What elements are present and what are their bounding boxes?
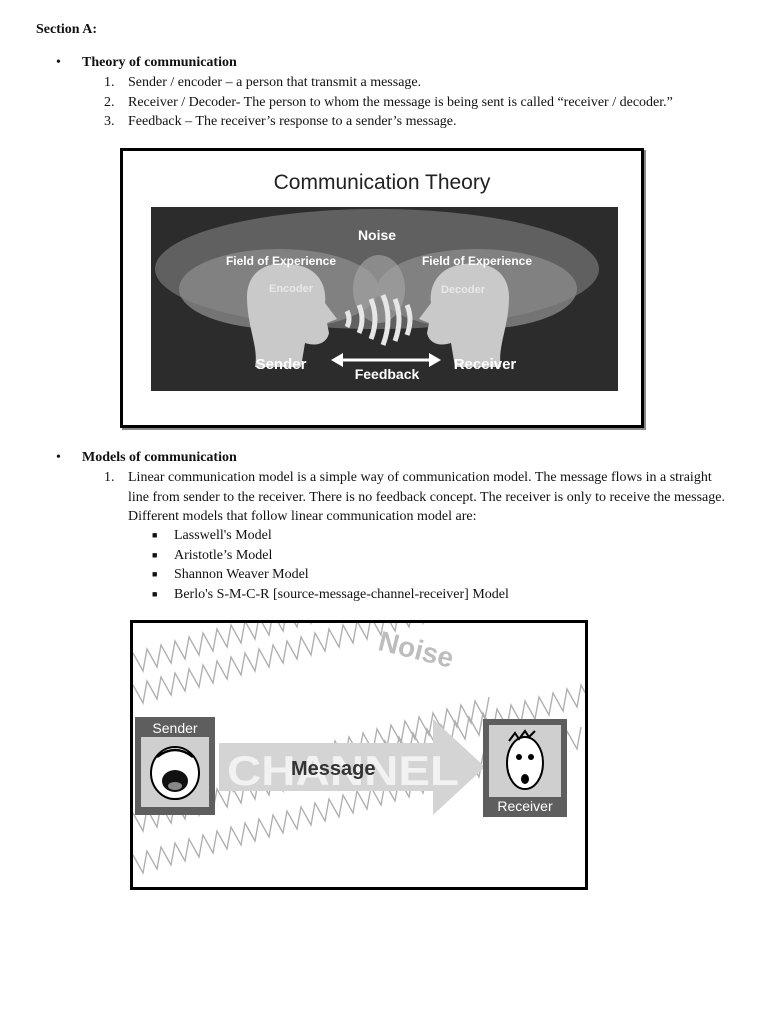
list-text: Linear communication model is a simple w…	[128, 470, 725, 524]
sub-list-text: Berlo's S-M-C-R [source-message-channel-…	[174, 586, 509, 602]
sender-label: Sender	[152, 720, 197, 736]
feedback-label: Feedback	[355, 366, 420, 382]
square-bullet-icon: ■	[152, 569, 158, 579]
communication-theory-diagram: Noise Field of Experience Field of Exper…	[151, 207, 618, 391]
sub-list-item: ■ Berlo's S-M-C-R [source-message-channe…	[152, 585, 509, 605]
list-item: 2. Receiver / Decoder- The person to who…	[104, 93, 728, 113]
linear-model-diagram: Noise CHANNEL Message Sender Receiver	[133, 623, 585, 887]
communication-theory-figure: Communication Theory	[120, 148, 644, 428]
surprised-face-icon	[506, 729, 544, 790]
models-sub-list: ■ Lasswell's Model ■ Aristotle’s Model ■…	[152, 526, 509, 604]
theory-list: 1. Sender / encoder – a person that tran…	[104, 73, 728, 132]
section-title: Section A:	[36, 22, 98, 37]
list-number: 1.	[104, 470, 115, 485]
list-item: 1. Linear communication model is a simpl…	[104, 468, 728, 527]
list-item: 1. Sender / encoder – a person that tran…	[104, 73, 728, 93]
linear-model-figure: Noise CHANNEL Message Sender Receiver	[130, 620, 588, 890]
list-text: Sender / encoder – a person that transmi…	[128, 75, 422, 90]
bullet-icon: •	[56, 450, 61, 465]
theory-heading: Theory of communication	[82, 55, 237, 70]
list-number: 2.	[104, 94, 115, 110]
sender-label: Sender	[256, 356, 307, 373]
decoder-label: Decoder	[441, 284, 486, 296]
list-item: 3. Feedback – The receiver’s response to…	[104, 112, 728, 132]
square-bullet-icon: ■	[152, 549, 158, 560]
field-right-label: Field of Experience	[422, 254, 532, 268]
laughing-face-icon	[150, 746, 200, 800]
list-number: 3.	[104, 114, 115, 129]
bullet-icon: •	[56, 55, 61, 70]
list-number: 1.	[104, 75, 115, 90]
receiver-label: Receiver	[497, 798, 553, 814]
sub-list-text: Shannon Weaver Model	[174, 567, 309, 582]
message-label: Message	[291, 758, 376, 780]
field-left-label: Field of Experience	[226, 254, 336, 268]
sub-list-item: ■ Lasswell's Model	[152, 526, 509, 546]
noise-label: Noise	[358, 227, 396, 243]
figure-title: Communication Theory	[273, 171, 491, 194]
sub-list-item: ■ Shannon Weaver Model	[152, 565, 509, 585]
receiver-label: Receiver	[454, 356, 517, 373]
theory-heading-row: • Theory of communication	[56, 55, 237, 71]
sub-list-text: Aristotle’s Model	[174, 547, 273, 563]
channel-label: CHANNEL	[227, 747, 459, 794]
list-text: Receiver / Decoder- The person to whom t…	[128, 94, 673, 110]
square-bullet-icon: ■	[152, 588, 158, 599]
models-list: 1. Linear communication model is a simpl…	[104, 468, 728, 527]
encoder-label: Encoder	[269, 283, 314, 295]
sub-list-text: Lasswell's Model	[174, 528, 272, 543]
square-bullet-icon: ■	[152, 530, 158, 540]
list-text: Feedback – The receiver’s response to a …	[128, 114, 457, 129]
models-heading: Models of communication	[82, 450, 237, 465]
models-heading-row: • Models of communication	[56, 450, 237, 466]
sub-list-item: ■ Aristotle’s Model	[152, 546, 509, 566]
